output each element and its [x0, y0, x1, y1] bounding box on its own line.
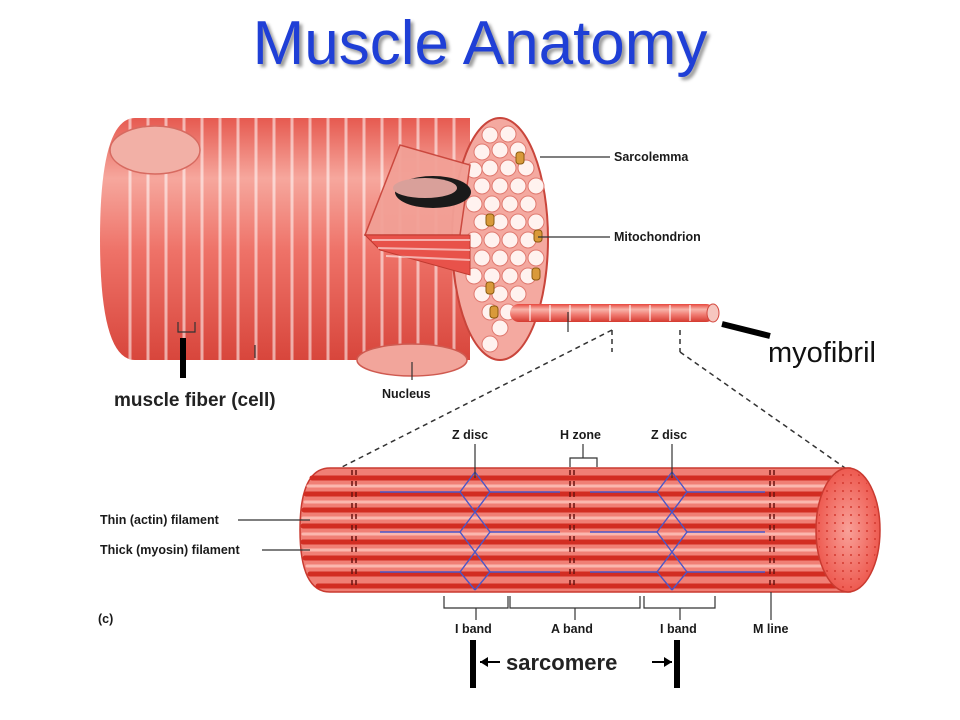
- label-sarcomere: sarcomere: [506, 650, 617, 675]
- label-muscle-fiber: muscle fiber (cell): [114, 390, 276, 411]
- label-thick-filament: Thick (myosin) filament: [100, 543, 240, 557]
- m-lines: [351, 470, 775, 590]
- label-m-line: M line: [753, 622, 788, 636]
- label-mitochondrion: Mitochondrion: [614, 230, 701, 244]
- label-panel: (c): [98, 612, 113, 626]
- label-i-band-left: I band: [455, 622, 492, 636]
- sarcomere-marker: [470, 640, 680, 688]
- label-myofibril: myofibril: [768, 337, 876, 369]
- zoom-lines: [339, 329, 849, 471]
- z-disc-lattice: [380, 471, 765, 591]
- lower-callouts: [238, 444, 772, 620]
- muscle-fiber: [100, 117, 549, 377]
- label-z-disc-right: Z disc: [651, 428, 687, 442]
- label-nucleus: Nucleus: [382, 387, 431, 401]
- page-title: Muscle Anatomy: [252, 9, 708, 78]
- label-h-zone: H zone: [560, 428, 601, 442]
- label-thin-filament: Thin (actin) filament: [100, 513, 220, 527]
- label-a-band: A band: [551, 622, 593, 636]
- label-z-disc-left: Z disc: [452, 428, 488, 442]
- myofibril: [510, 303, 771, 339]
- sarcomere-cylinder: [299, 467, 881, 593]
- label-sarcolemma: Sarcolemma: [614, 150, 689, 164]
- label-i-band-right: I band: [660, 622, 697, 636]
- upper-callouts: [177, 156, 610, 380]
